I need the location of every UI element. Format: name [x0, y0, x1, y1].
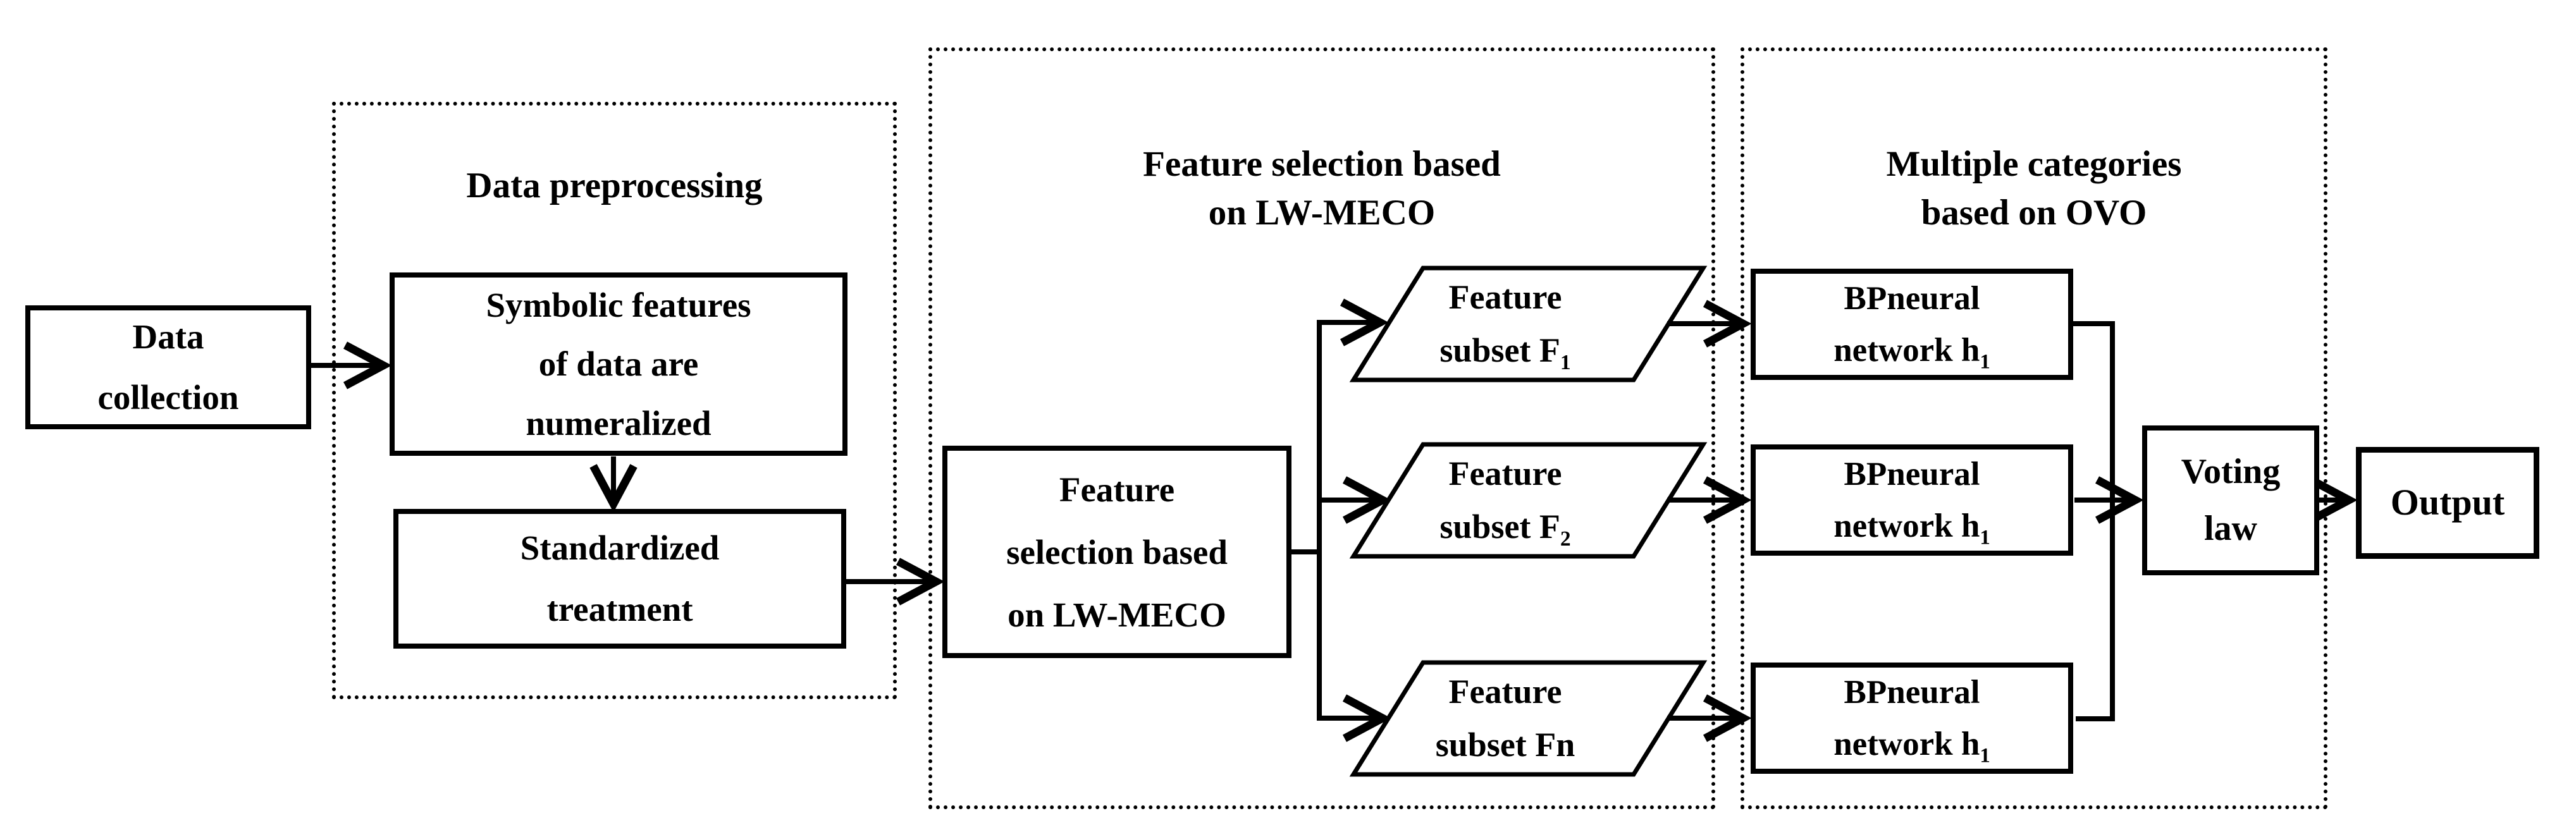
feature-subset-n-text: Feature subset Fn	[1435, 672, 1575, 764]
preprocessing-stage-title-text: Data preprocessing	[466, 166, 763, 205]
feature-selection-stage-container	[928, 47, 1715, 809]
bp-network-1-node: BPneural network h1	[1751, 269, 2073, 380]
classification-stage-container	[1741, 47, 2327, 809]
symbolic-features-node: Symbolic features of data are numeralize…	[390, 272, 847, 456]
feature-subset-1-label: Feature subset F1	[1366, 268, 1644, 380]
feature-selector-node: Feature selection based on LW-MECO	[942, 446, 1291, 658]
bp-network-2-node: BPneural network h1	[1751, 444, 2073, 556]
bp-merge-connector	[2073, 321, 2115, 721]
bp-network-2-text: BPneural network h1	[1833, 455, 1990, 549]
bp-network-n-text: BPneural network h1	[1833, 673, 1990, 767]
classification-stage-title-text: Multiple categories based on OVO	[1886, 144, 2182, 233]
feature-subset-2-label: Feature subset F2	[1366, 444, 1644, 556]
output-node: Output	[2356, 447, 2539, 559]
standardized-treatment-label: Standardized treatment	[520, 528, 720, 628]
preprocessing-stage-container	[332, 102, 897, 699]
bp-network-n-node: BPneural network h1	[1751, 663, 2073, 774]
output-label: Output	[2390, 482, 2505, 523]
bp-network-1-text: BPneural network h1	[1833, 279, 1990, 374]
data-collection-node: Data collection	[25, 305, 311, 429]
voting-law-node: Voting law	[2142, 425, 2319, 575]
feature-selection-stage-title: Feature selection based on LW-MECO	[928, 92, 1715, 238]
feature-subset-1-text: Feature subset F1	[1439, 278, 1571, 374]
voting-law-label: Voting law	[2181, 451, 2281, 548]
standardized-treatment-node: Standardized treatment	[393, 509, 846, 649]
feature-subset-1-subscript: 1	[1560, 350, 1571, 374]
classification-stage-title: Multiple categories based on OVO	[1741, 92, 2327, 238]
data-collection-label: Data collection	[97, 317, 239, 417]
feature-subset-2-text: Feature subset F2	[1439, 454, 1571, 551]
bp-network-2-subscript: 1	[1980, 526, 1990, 549]
feature-selector-label: Feature selection based on LW-MECO	[1006, 470, 1228, 634]
symbolic-features-label: Symbolic features of data are numeralize…	[486, 285, 751, 443]
bp-network-n-subscript: 1	[1980, 744, 1990, 767]
preprocessing-stage-title: Data preprocessing	[332, 162, 897, 211]
feature-selection-stage-title-text: Feature selection based on LW-MECO	[1143, 144, 1501, 233]
bp-network-1-subscript: 1	[1980, 350, 1990, 374]
feature-subset-n-label: Feature subset Fn	[1366, 663, 1644, 774]
feature-subset-2-subscript: 2	[1560, 527, 1571, 551]
